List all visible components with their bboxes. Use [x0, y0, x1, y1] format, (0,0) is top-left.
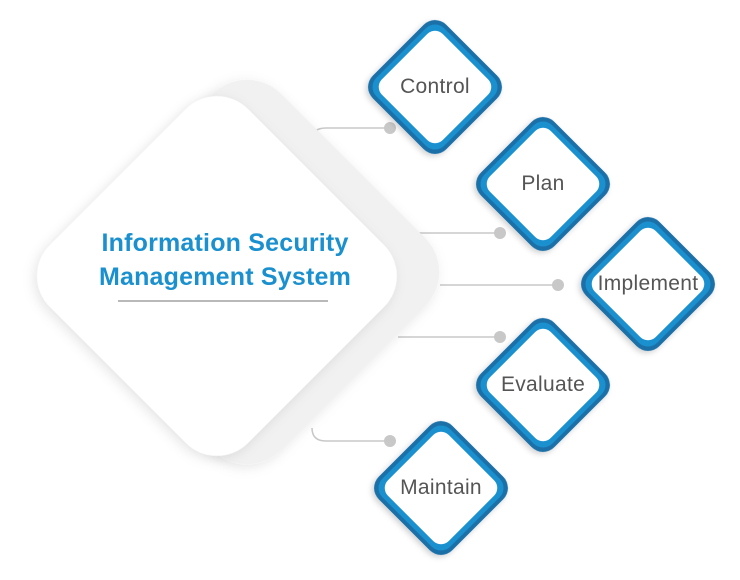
step-label-evaluate: Evaluate	[500, 373, 586, 396]
step-label-plan: Plan	[521, 172, 565, 195]
step-diamonds	[368, 20, 715, 555]
diamond-implement	[581, 217, 715, 351]
diamond-control	[368, 20, 502, 154]
step-label-control: Control	[400, 75, 470, 98]
center-title-line2: Management System	[98, 263, 352, 291]
dot-evaluate	[494, 331, 506, 343]
center-title: Information Security Management System	[60, 226, 390, 294]
dot-maintain	[384, 435, 396, 447]
center-title-underline	[118, 300, 328, 302]
center-diamond	[37, 79, 440, 465]
step-label-maintain: Maintain	[400, 476, 482, 499]
diamond-maintain	[374, 421, 508, 555]
center-title-line1: Information Security	[101, 229, 349, 257]
connector-dots	[384, 122, 564, 447]
diamond-evaluate	[476, 318, 610, 452]
dot-control	[384, 122, 396, 134]
dot-plan	[494, 227, 506, 239]
step-label-implement: Implement	[597, 272, 699, 295]
diamond-plan	[476, 117, 610, 251]
center-diamond-front	[37, 96, 397, 456]
connector-maintain	[311, 427, 390, 442]
dot-implement	[552, 279, 564, 291]
